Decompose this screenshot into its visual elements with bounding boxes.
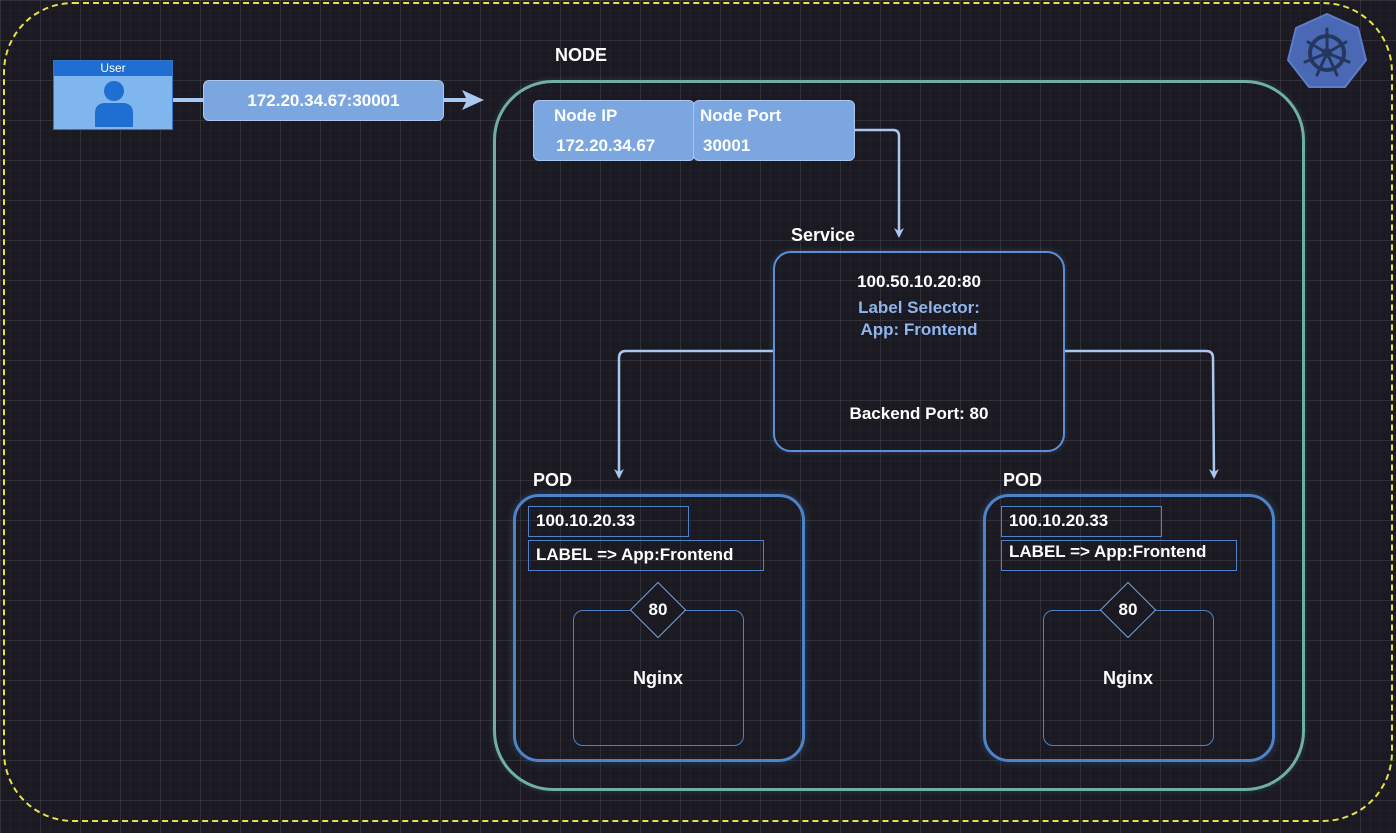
node-frame <box>493 80 1305 791</box>
container-port-label: 80 <box>648 600 668 619</box>
container-name: Nginx <box>632 668 683 688</box>
pod-ip-field: 100.10.20.33 <box>528 506 689 537</box>
user-actor: User <box>53 60 173 130</box>
container-port-label: 80 <box>1118 600 1138 619</box>
service-backend-port: Backend Port: 80 <box>849 404 989 423</box>
pod-label-field: LABEL => App:Frontend <box>528 540 764 571</box>
pod-label-field: LABEL => App:Frontend <box>1001 540 1237 571</box>
node-ip-label: Node IP <box>554 106 618 125</box>
pod-title: POD <box>533 470 573 490</box>
service-to-pod-left-arrow <box>614 349 773 479</box>
nodeport-to-service-arrow <box>855 128 904 238</box>
pod-frame-left <box>513 494 805 762</box>
node-endpoint-address: 172.20.34.67:30001 <box>203 80 444 121</box>
service-selector-value: App: Frontend <box>860 320 978 339</box>
cluster-boundary <box>3 2 1393 822</box>
service-title: Service <box>791 225 856 245</box>
user-label: User <box>54 61 172 76</box>
kubernetes-icon <box>1286 12 1368 88</box>
service-box: 100.50.10.20:80 Label Selector: App: Fro… <box>773 251 1065 452</box>
node-port-value: 30001 <box>703 136 751 155</box>
node-port-box: Node Port 30001 <box>693 100 855 161</box>
pod-frame-right <box>983 494 1275 762</box>
node-title: NODE <box>555 45 608 65</box>
node-port-label: Node Port <box>700 106 782 125</box>
service-selector-label: Label Selector: <box>858 298 980 317</box>
node-ip-box: Node IP 172.20.34.67 <box>533 100 695 161</box>
endpoint-arrowhead <box>462 90 484 110</box>
pod-title: POD <box>1003 470 1043 490</box>
node-ip-value: 172.20.34.67 <box>556 136 656 155</box>
pod-ip-field: 100.10.20.33 <box>1001 506 1162 537</box>
person-icon <box>95 81 133 127</box>
service-address: 100.50.10.20:80 <box>857 272 981 291</box>
service-to-pod-right-arrow <box>1065 349 1219 479</box>
container-name: Nginx <box>1102 668 1153 688</box>
